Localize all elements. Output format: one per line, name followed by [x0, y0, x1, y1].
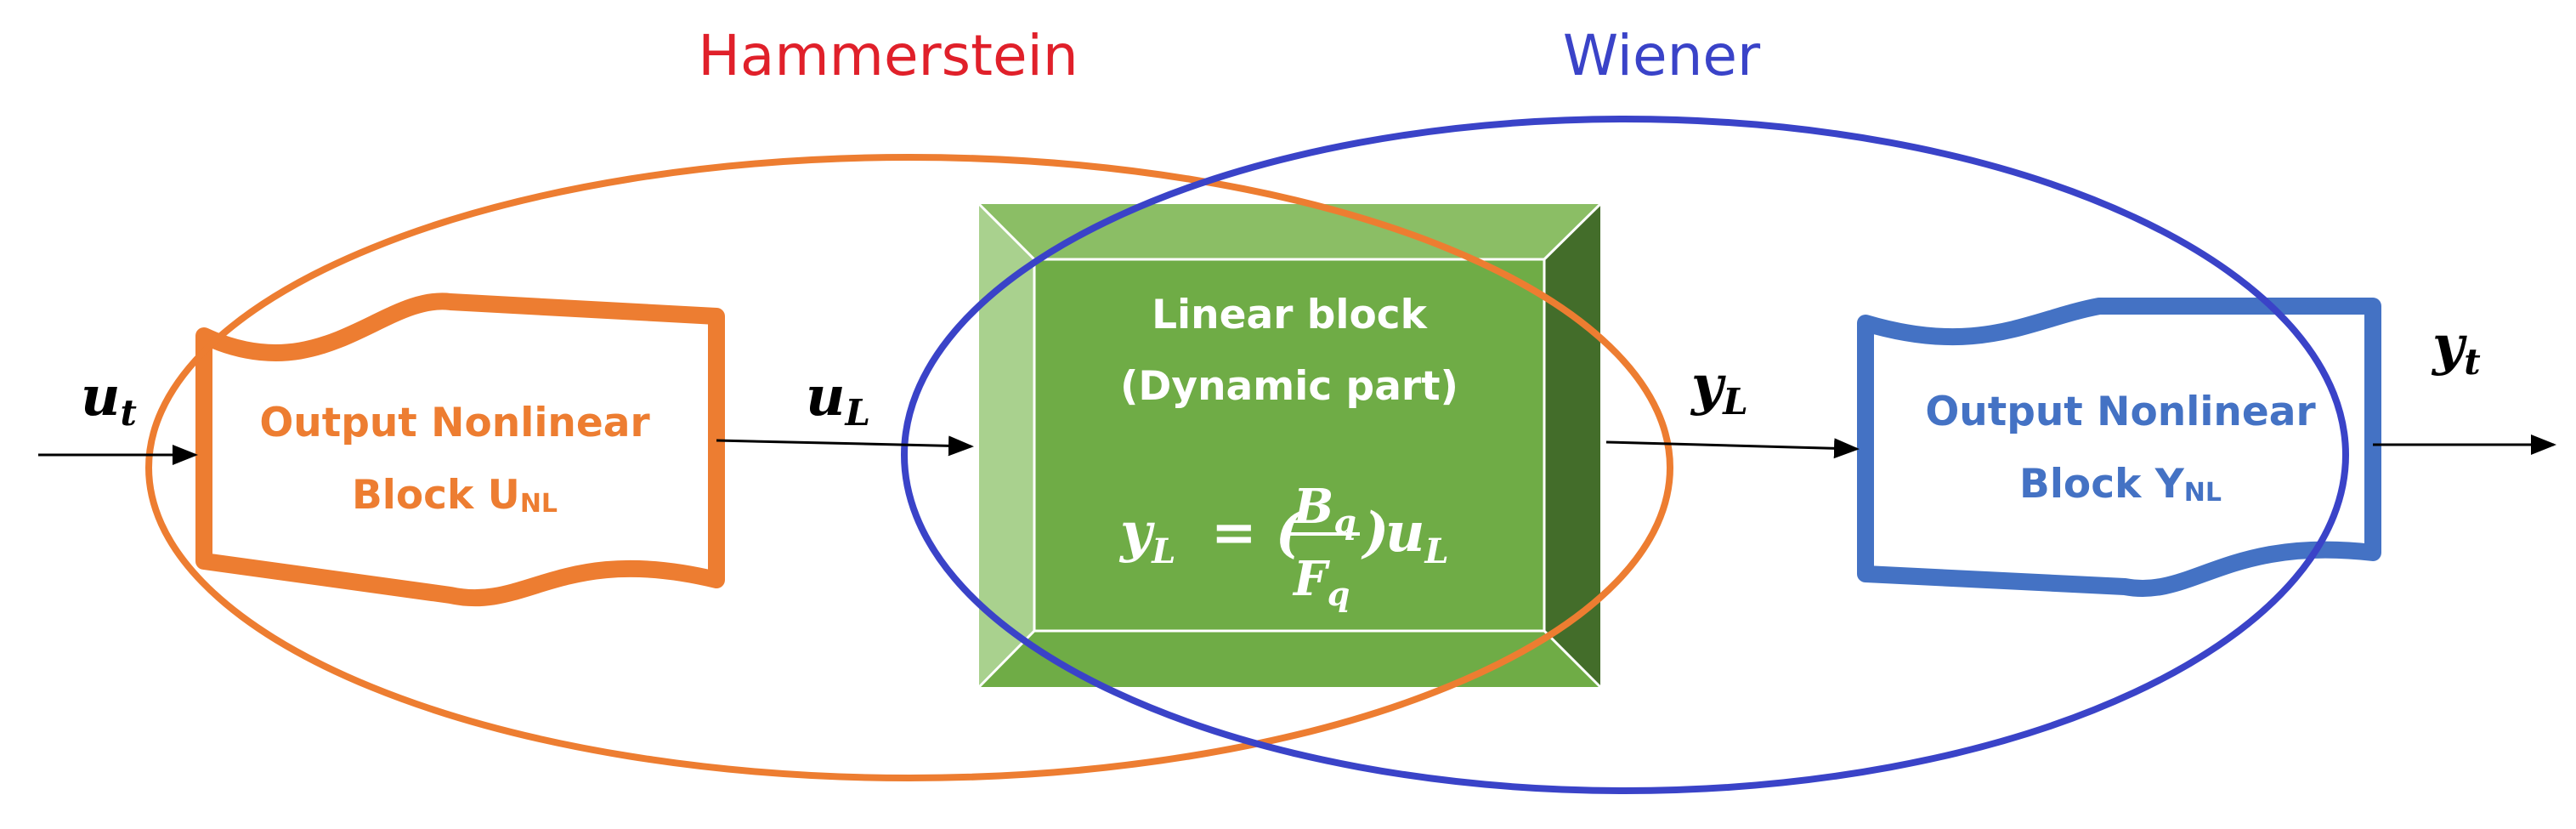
input-nonlinear-block	[195, 292, 725, 607]
svg-text:Bq: Bq	[1292, 479, 1356, 541]
linear-block	[977, 202, 1602, 689]
linear-block-label-line1: Linear block	[1152, 292, 1429, 338]
signal-y-t: yt	[2431, 314, 2481, 383]
input-nonlinear-label-line2: Block UNL	[352, 472, 558, 519]
transfer-equation: yL = ( Bq Fq ) uL	[1118, 479, 1449, 613]
linear-block-bottom-bevel	[979, 631, 1600, 687]
output-nonlinear-label-line2: Block YNL	[2019, 461, 2222, 508]
arrow-to-output	[1605, 438, 1860, 459]
svg-text:Fq: Fq	[1292, 551, 1350, 613]
svg-text:): )	[1361, 501, 1389, 565]
hammerstein-ellipse	[145, 154, 1673, 781]
wiener-title: Wiener	[1563, 23, 1761, 88]
linear-block-face	[1034, 259, 1544, 631]
wiener-ellipse	[901, 116, 2349, 794]
input-nonlinear-label-line1: Output Nonlinear	[259, 400, 650, 446]
linear-block-left-bevel	[979, 204, 1034, 687]
arrow-to-linear	[716, 435, 974, 457]
hammerstein-title: Hammerstein	[698, 23, 1078, 88]
output-nonlinear-block	[1857, 298, 2381, 597]
linear-block-label-line2: (Dynamic part)	[1120, 363, 1458, 410]
linear-block-top-bevel	[979, 204, 1600, 259]
svg-text:yL: yL	[1118, 501, 1175, 571]
svg-text:uL: uL	[1385, 501, 1449, 571]
linear-block-right-bevel	[1544, 204, 1600, 687]
signal-u-t: ut	[81, 365, 137, 434]
output-nonlinear-label-line1: Output Nonlinear	[1925, 389, 2316, 435]
signal-u-L: uL	[806, 365, 870, 434]
signal-y-L: yL	[1690, 354, 1748, 423]
